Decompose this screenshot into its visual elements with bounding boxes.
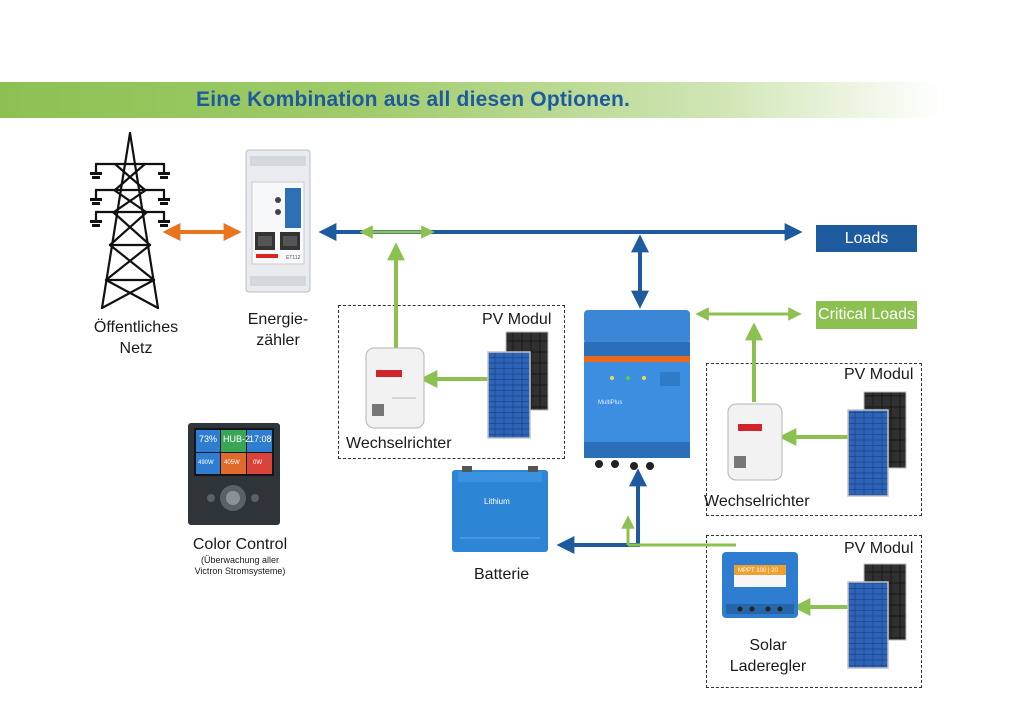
meter-label: Energie- zähler	[236, 309, 320, 351]
pv-module1-icon	[487, 331, 549, 439]
meter-label-line1: Energie-	[247, 311, 309, 328]
grid-label: Öffentliches Netz	[80, 317, 192, 359]
battery-icon	[452, 466, 548, 552]
pv-system-box-3	[706, 535, 922, 688]
color-control-sub2: Victron Stromsysteme)	[194, 566, 286, 576]
pv-module2-icon	[847, 391, 907, 497]
inverter2-icon	[727, 403, 783, 481]
cc-tile-3: 17:08	[249, 434, 272, 444]
cc-tile-6: 0W	[253, 460, 262, 466]
title-banner: Eine Kombination aus all diesen Optionen…	[0, 82, 1024, 118]
pv-system-box-2	[706, 363, 922, 516]
battery-label: Batterie	[474, 566, 530, 583]
page-title: Eine Kombination aus all diesen Optionen…	[196, 88, 631, 111]
mppt-model-text: MPPT 100 | 20	[738, 568, 778, 574]
pv-module3-icon	[847, 563, 907, 669]
color-control-label: Color Control (Überwachung aller Victron…	[180, 534, 300, 577]
grid-label-line1: Öffentliches	[93, 319, 179, 336]
solar-charger-label-line2: Laderegler	[729, 658, 807, 675]
color-control-icon	[188, 423, 280, 525]
inverter1-label: Wechselrichter	[346, 435, 452, 452]
pv-system-box-1	[338, 305, 565, 459]
cc-tile-1: 73%	[199, 434, 217, 444]
solar-charger-label-line1: Solar	[749, 637, 787, 654]
grid-label-line2: Netz	[119, 340, 153, 357]
cc-tile-2: HUB-2	[223, 434, 250, 444]
pv-module3-label: PV Modul	[844, 540, 914, 557]
inverter1-icon	[365, 347, 425, 429]
multiplus-name-text: MultiPlus	[598, 400, 622, 406]
color-control-sub1: (Überwachung aller	[200, 555, 280, 565]
solar-charger-icon	[722, 552, 798, 618]
transmission-tower-icon	[94, 131, 166, 310]
meter-model-text: ET112	[286, 255, 301, 261]
cc-tile-5: 405W	[224, 460, 240, 466]
color-control-title: Color Control	[192, 536, 288, 553]
energy-meter-icon	[245, 149, 311, 293]
critical-loads-badge: Critical Loads	[816, 301, 917, 329]
battery-name-text: Lithium	[484, 497, 510, 506]
pv-module1-label: PV Modul	[482, 311, 552, 328]
meter-label-line2: zähler	[256, 332, 300, 349]
pv-module2-label: PV Modul	[844, 366, 914, 383]
solar-charger-label: Solar Laderegler	[722, 635, 814, 677]
loads-badge: Loads	[816, 225, 917, 252]
cc-tile-4: 490W	[198, 460, 214, 466]
multiplus-icon	[584, 310, 690, 470]
inverter2-label: Wechselrichter	[704, 493, 810, 510]
